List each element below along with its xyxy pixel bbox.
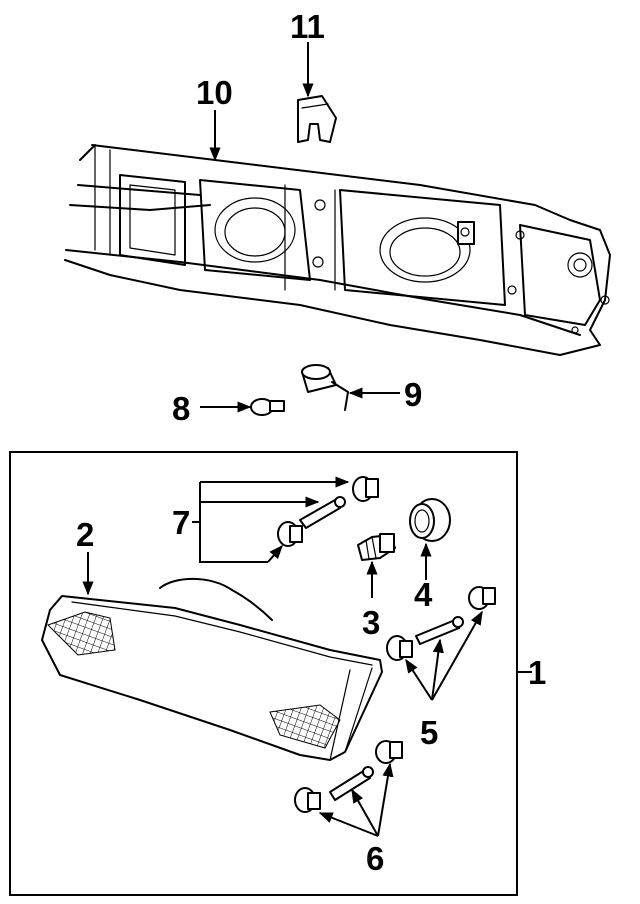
radiator-support-panel xyxy=(64,144,611,356)
bulb-socket xyxy=(301,364,349,411)
small-bulb xyxy=(250,398,285,416)
fasteners-group-6 xyxy=(294,740,403,813)
headlamp-bulb xyxy=(357,533,396,561)
callout-labels: 11 10 8 9 2 7 4 3 1 5 6 xyxy=(76,8,546,877)
callout-1: 1 xyxy=(528,654,546,691)
callout-3: 3 xyxy=(362,604,380,641)
callout-11: 11 xyxy=(290,8,325,45)
callout-8: 8 xyxy=(172,390,190,427)
retaining-ring xyxy=(409,498,451,542)
callout-4: 4 xyxy=(414,576,433,613)
callout-5: 5 xyxy=(420,714,438,751)
assembly-frame xyxy=(9,451,518,896)
callout-7: 7 xyxy=(172,504,190,541)
headlamp-assembly xyxy=(41,577,383,761)
callout-6: 6 xyxy=(366,840,384,877)
callout-10: 10 xyxy=(196,74,233,111)
leader-lines xyxy=(82,42,532,837)
callout-9: 9 xyxy=(404,376,422,413)
fasteners-group-5 xyxy=(386,586,496,661)
callout-2: 2 xyxy=(76,516,94,553)
fasteners-group-7 xyxy=(277,476,379,547)
retainer-clip xyxy=(297,95,337,143)
